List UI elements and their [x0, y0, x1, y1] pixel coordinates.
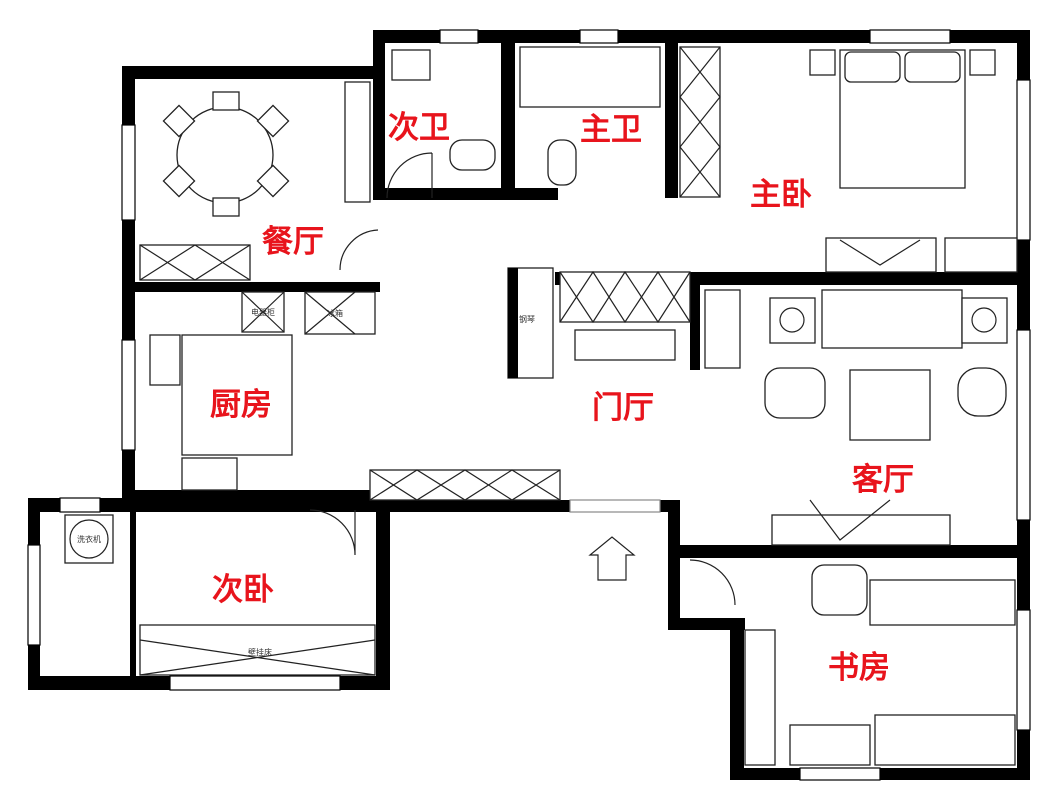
room-label-foyer: 门厅 [592, 390, 654, 426]
room-label-master-bath: 主卫 [580, 112, 642, 148]
room-label-dining: 餐厅 [262, 224, 324, 260]
entrance-arrow-icon [588, 536, 636, 581]
furniture [64, 46, 1018, 766]
sofa [821, 289, 963, 349]
appliance-cabinet-label: 电器柜 [251, 307, 275, 317]
fridge-label: 冰箱 [327, 308, 343, 318]
wall-bed-label: 壁挂床 [248, 647, 272, 657]
walls [27, 29, 1031, 781]
room-label-kitchen: 厨房 [210, 387, 272, 423]
piano-label: 钢琴 [519, 314, 535, 324]
room-label-study: 书房 [828, 650, 890, 686]
room-label-master-bedroom: 主卧 [750, 177, 812, 213]
room-label-living: 客厅 [852, 462, 914, 498]
washer-label: 洗衣机 [77, 534, 101, 544]
room-label-second-bedroom: 次卧 [212, 572, 274, 608]
room-label-second-bath: 次卫 [388, 110, 450, 146]
